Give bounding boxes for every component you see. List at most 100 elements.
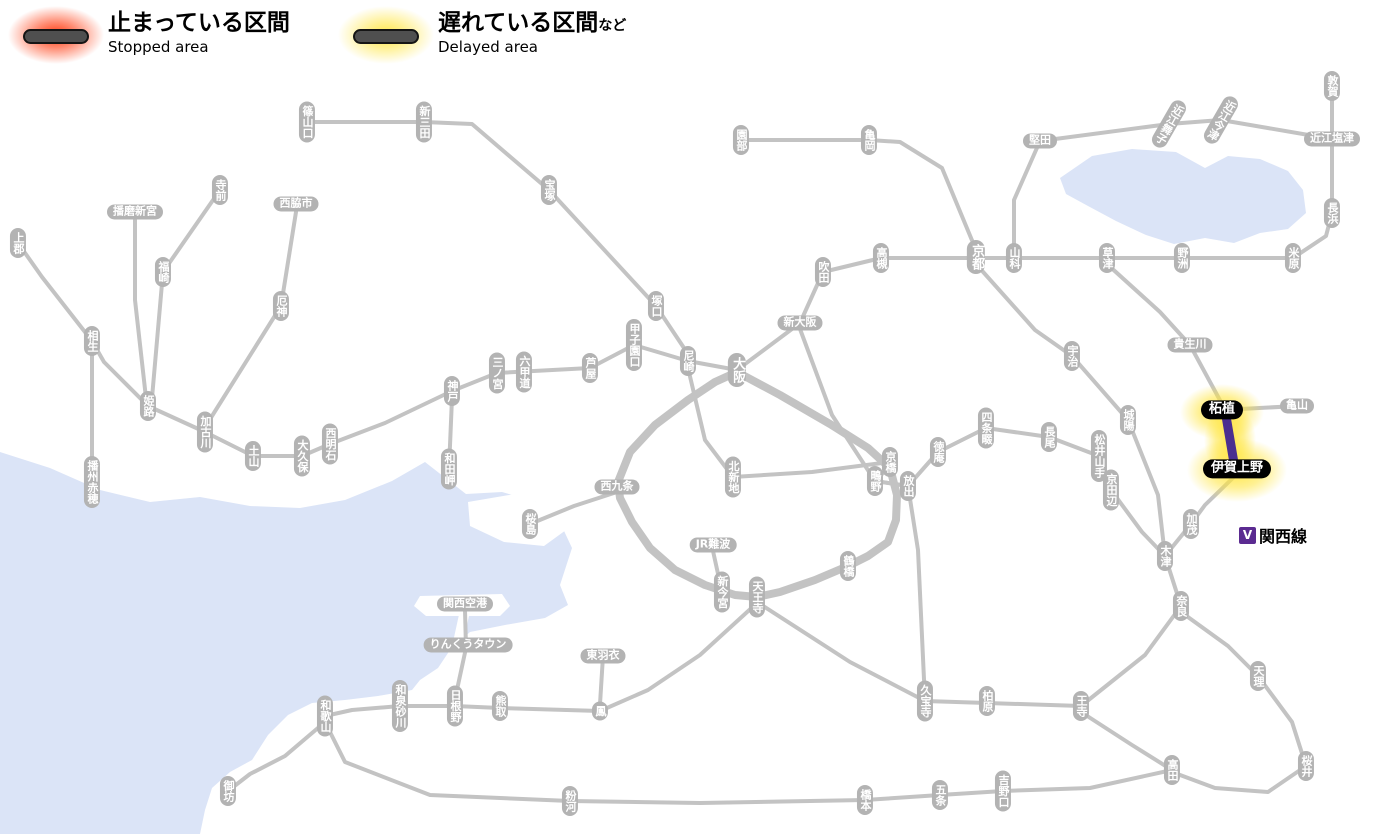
station-pill: 四条畷: [977, 407, 995, 449]
station-pill: 芦屋: [581, 353, 599, 383]
station-pill: 王寺: [1072, 691, 1090, 721]
station-pill: 桜井: [1297, 751, 1315, 781]
station-pill: 天王寺: [748, 576, 766, 618]
station-pill: 加古川: [196, 411, 214, 453]
station-pill-alert[interactable]: 柘植: [1200, 400, 1244, 420]
station-pill: 鳳: [591, 701, 609, 721]
station-pill: 西脇市: [273, 196, 319, 212]
station-pill: 橋本: [856, 785, 874, 815]
station-pill: 園部: [732, 125, 750, 155]
station-pill: 和田岬: [440, 448, 458, 490]
station-pill: 宝塚: [540, 175, 558, 205]
station-pill: 大阪: [727, 353, 747, 387]
station-pill: 吹田: [814, 257, 832, 287]
station-pill: 西九条: [594, 479, 640, 495]
station-pill: 姫路: [139, 391, 157, 421]
station-pill: 城陽: [1119, 405, 1137, 435]
station-pill: 奈良: [1172, 591, 1190, 621]
station-pill-alert[interactable]: 伊賀上野: [1202, 459, 1272, 479]
station-pill: 敦賀: [1323, 71, 1341, 101]
delayed-label-suffix: など: [598, 18, 627, 34]
station-pill: 鴫野: [866, 466, 884, 496]
rail-nara-line: [974, 262, 1167, 558]
station-pill: 松井山手: [1090, 430, 1108, 482]
rail-kosei-line: [1012, 118, 1334, 260]
rail-sagano-line: [739, 138, 978, 252]
station-pill: 久宝寺: [916, 680, 934, 722]
station-pill: 東羽衣: [580, 648, 626, 664]
station-pill: 和泉砂川: [391, 680, 409, 732]
station-pill: 御坊: [219, 776, 237, 806]
station-pill: 木津: [1156, 541, 1174, 571]
station-pill: JR難波: [689, 537, 737, 553]
station-pill: 吉野口: [994, 770, 1012, 812]
stopped-legend-symbol: [8, 6, 104, 64]
line-symbol-icon: V: [1239, 526, 1256, 544]
station-pill: 新大阪: [777, 315, 823, 331]
station-pill: 和歌山: [316, 695, 334, 737]
delayed-legend-symbol: [338, 6, 434, 64]
rail-sakurai-line: [1170, 610, 1308, 794]
station-pill: 熊取: [491, 691, 509, 721]
station-pill: 近江舞子: [1149, 97, 1189, 151]
lake-biwa: [1060, 149, 1306, 244]
station-pill: 放出: [899, 471, 917, 501]
station-pill: 甲子園口: [625, 319, 643, 371]
delayed-segment[interactable]: [1221, 411, 1239, 468]
station-pill: 上郡: [9, 228, 27, 258]
station-pill: 天理: [1249, 661, 1267, 691]
station-pill: 播州赤穂: [83, 456, 101, 508]
station-pill: 米原: [1284, 243, 1302, 273]
delayed-label: 遅れている区間など: [438, 10, 627, 36]
station-pill: 野洲: [1173, 243, 1191, 273]
delayed-sublabel: Delayed area: [438, 37, 538, 56]
osaka-bay: [0, 452, 572, 834]
station-pill: 高槻: [872, 243, 890, 273]
station-pill: 京都: [966, 240, 986, 274]
station-pill: 桜島: [521, 509, 539, 539]
station-pill: 厄神: [272, 291, 290, 321]
station-pill: 貴生川: [1167, 337, 1213, 353]
station-pill: 堅田: [1023, 133, 1057, 149]
station-pill: 大久保: [293, 435, 311, 477]
rail-sakurajima-line: [528, 490, 619, 526]
station-pill: 福崎: [154, 257, 172, 287]
station-pill: 新今宮: [713, 571, 731, 613]
station-pill: 鶴橋: [839, 551, 857, 581]
station-pill: 京橋: [881, 447, 899, 477]
station-pill: 加茂: [1182, 509, 1200, 539]
station-pill: 土山: [244, 441, 262, 471]
station-pill: 三ノ宮: [488, 352, 506, 394]
station-pill: 近江塩津: [1304, 131, 1360, 147]
legend-stopped: 止まっている区間 Stopped area: [8, 6, 290, 64]
station-pill: 相生: [83, 326, 101, 356]
station-pill: 徳庵: [929, 437, 947, 467]
rail-kusatsu-line: [1105, 262, 1224, 406]
station-pill: 京田辺: [1102, 469, 1120, 511]
station-pill: 長浜: [1323, 198, 1341, 228]
station-pill: りんくうタウン: [423, 637, 513, 653]
station-pill: 神戸: [443, 376, 461, 406]
station-pill: 柏原: [978, 686, 996, 716]
kansai-line-badge[interactable]: V 関西線: [1239, 523, 1307, 547]
legend-delayed: 遅れている区間など Delayed area: [338, 6, 626, 64]
stopped-sublabel: Stopped area: [108, 37, 209, 56]
line-badge-label: 関西線: [1259, 527, 1308, 546]
station-pill: 草津: [1098, 243, 1116, 273]
rail-oji-nara: [1079, 604, 1183, 708]
station-pill: 亀山: [1280, 398, 1314, 414]
rail-kinokuni-line: [226, 720, 327, 793]
station-pill: 亀岡: [860, 125, 878, 155]
stopped-label: 止まっている区間: [108, 10, 290, 36]
station-pill: 尼崎: [679, 346, 697, 376]
station-pill: 高田: [1163, 755, 1181, 785]
track-bar-icon: [23, 29, 89, 44]
track-bar-icon: [353, 29, 419, 44]
station-pill: 山科: [1005, 243, 1023, 273]
sakurajima-peninsula: [468, 494, 566, 546]
station-pill: 日根野: [446, 685, 464, 727]
station-pill: 関西空港: [437, 596, 493, 612]
rail-hagoromo-branch: [598, 654, 605, 706]
